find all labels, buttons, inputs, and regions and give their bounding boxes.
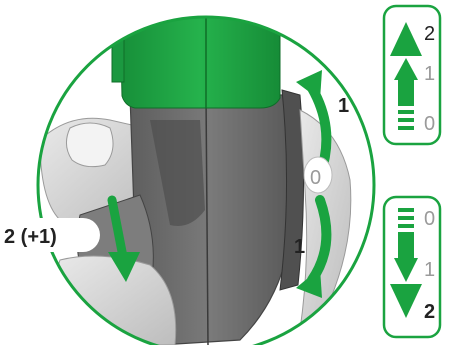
center-value-bubble: [303, 156, 333, 194]
legend-down-stripe-2: [398, 216, 414, 220]
legend-up-stripe-2: [398, 118, 414, 122]
legend-down-stripe-3: [398, 224, 414, 228]
legend-down-box: 0 1 2: [382, 195, 442, 339]
illustration-border: [36, 15, 376, 345]
legend-up-box: 2 1 0: [382, 4, 442, 146]
legend-up-stripe-1: [398, 110, 414, 114]
legend-up-stripe-3: [398, 126, 414, 130]
legend-up-step-0: 2: [424, 23, 435, 45]
legend-up-step-1: 1: [424, 63, 435, 85]
device-seam: [205, 95, 209, 345]
legend-up-step-2: 0: [424, 113, 435, 135]
legend-down-step-1: 1: [424, 259, 435, 281]
legend-down-step-2: 2: [424, 301, 435, 323]
label-center-value: 0: [310, 167, 321, 189]
label-rotate-up: 1: [338, 95, 349, 117]
device-recess: [150, 120, 205, 226]
legend-up-arrow-head: [390, 22, 422, 56]
thumb-nail: [66, 122, 114, 168]
green-top-section: [119, 17, 281, 109]
legend-down-arrow-head-2: [390, 284, 422, 318]
legend-down-arrow-head: [394, 258, 418, 282]
legend-up-arrow-head-2: [394, 58, 418, 80]
press-label-bubble: [0, 218, 100, 252]
label-press-down: 2 (+1): [4, 226, 57, 248]
legend-down-step-0: 0: [424, 208, 435, 230]
legend-down-shaft: [398, 232, 414, 258]
press-down-arrow: [107, 195, 140, 282]
rotate-down-arrow: [296, 195, 332, 298]
legend-up-shaft: [398, 80, 414, 106]
legend-down-stripe-1: [398, 208, 414, 212]
label-rotate-down: 1: [294, 236, 305, 258]
